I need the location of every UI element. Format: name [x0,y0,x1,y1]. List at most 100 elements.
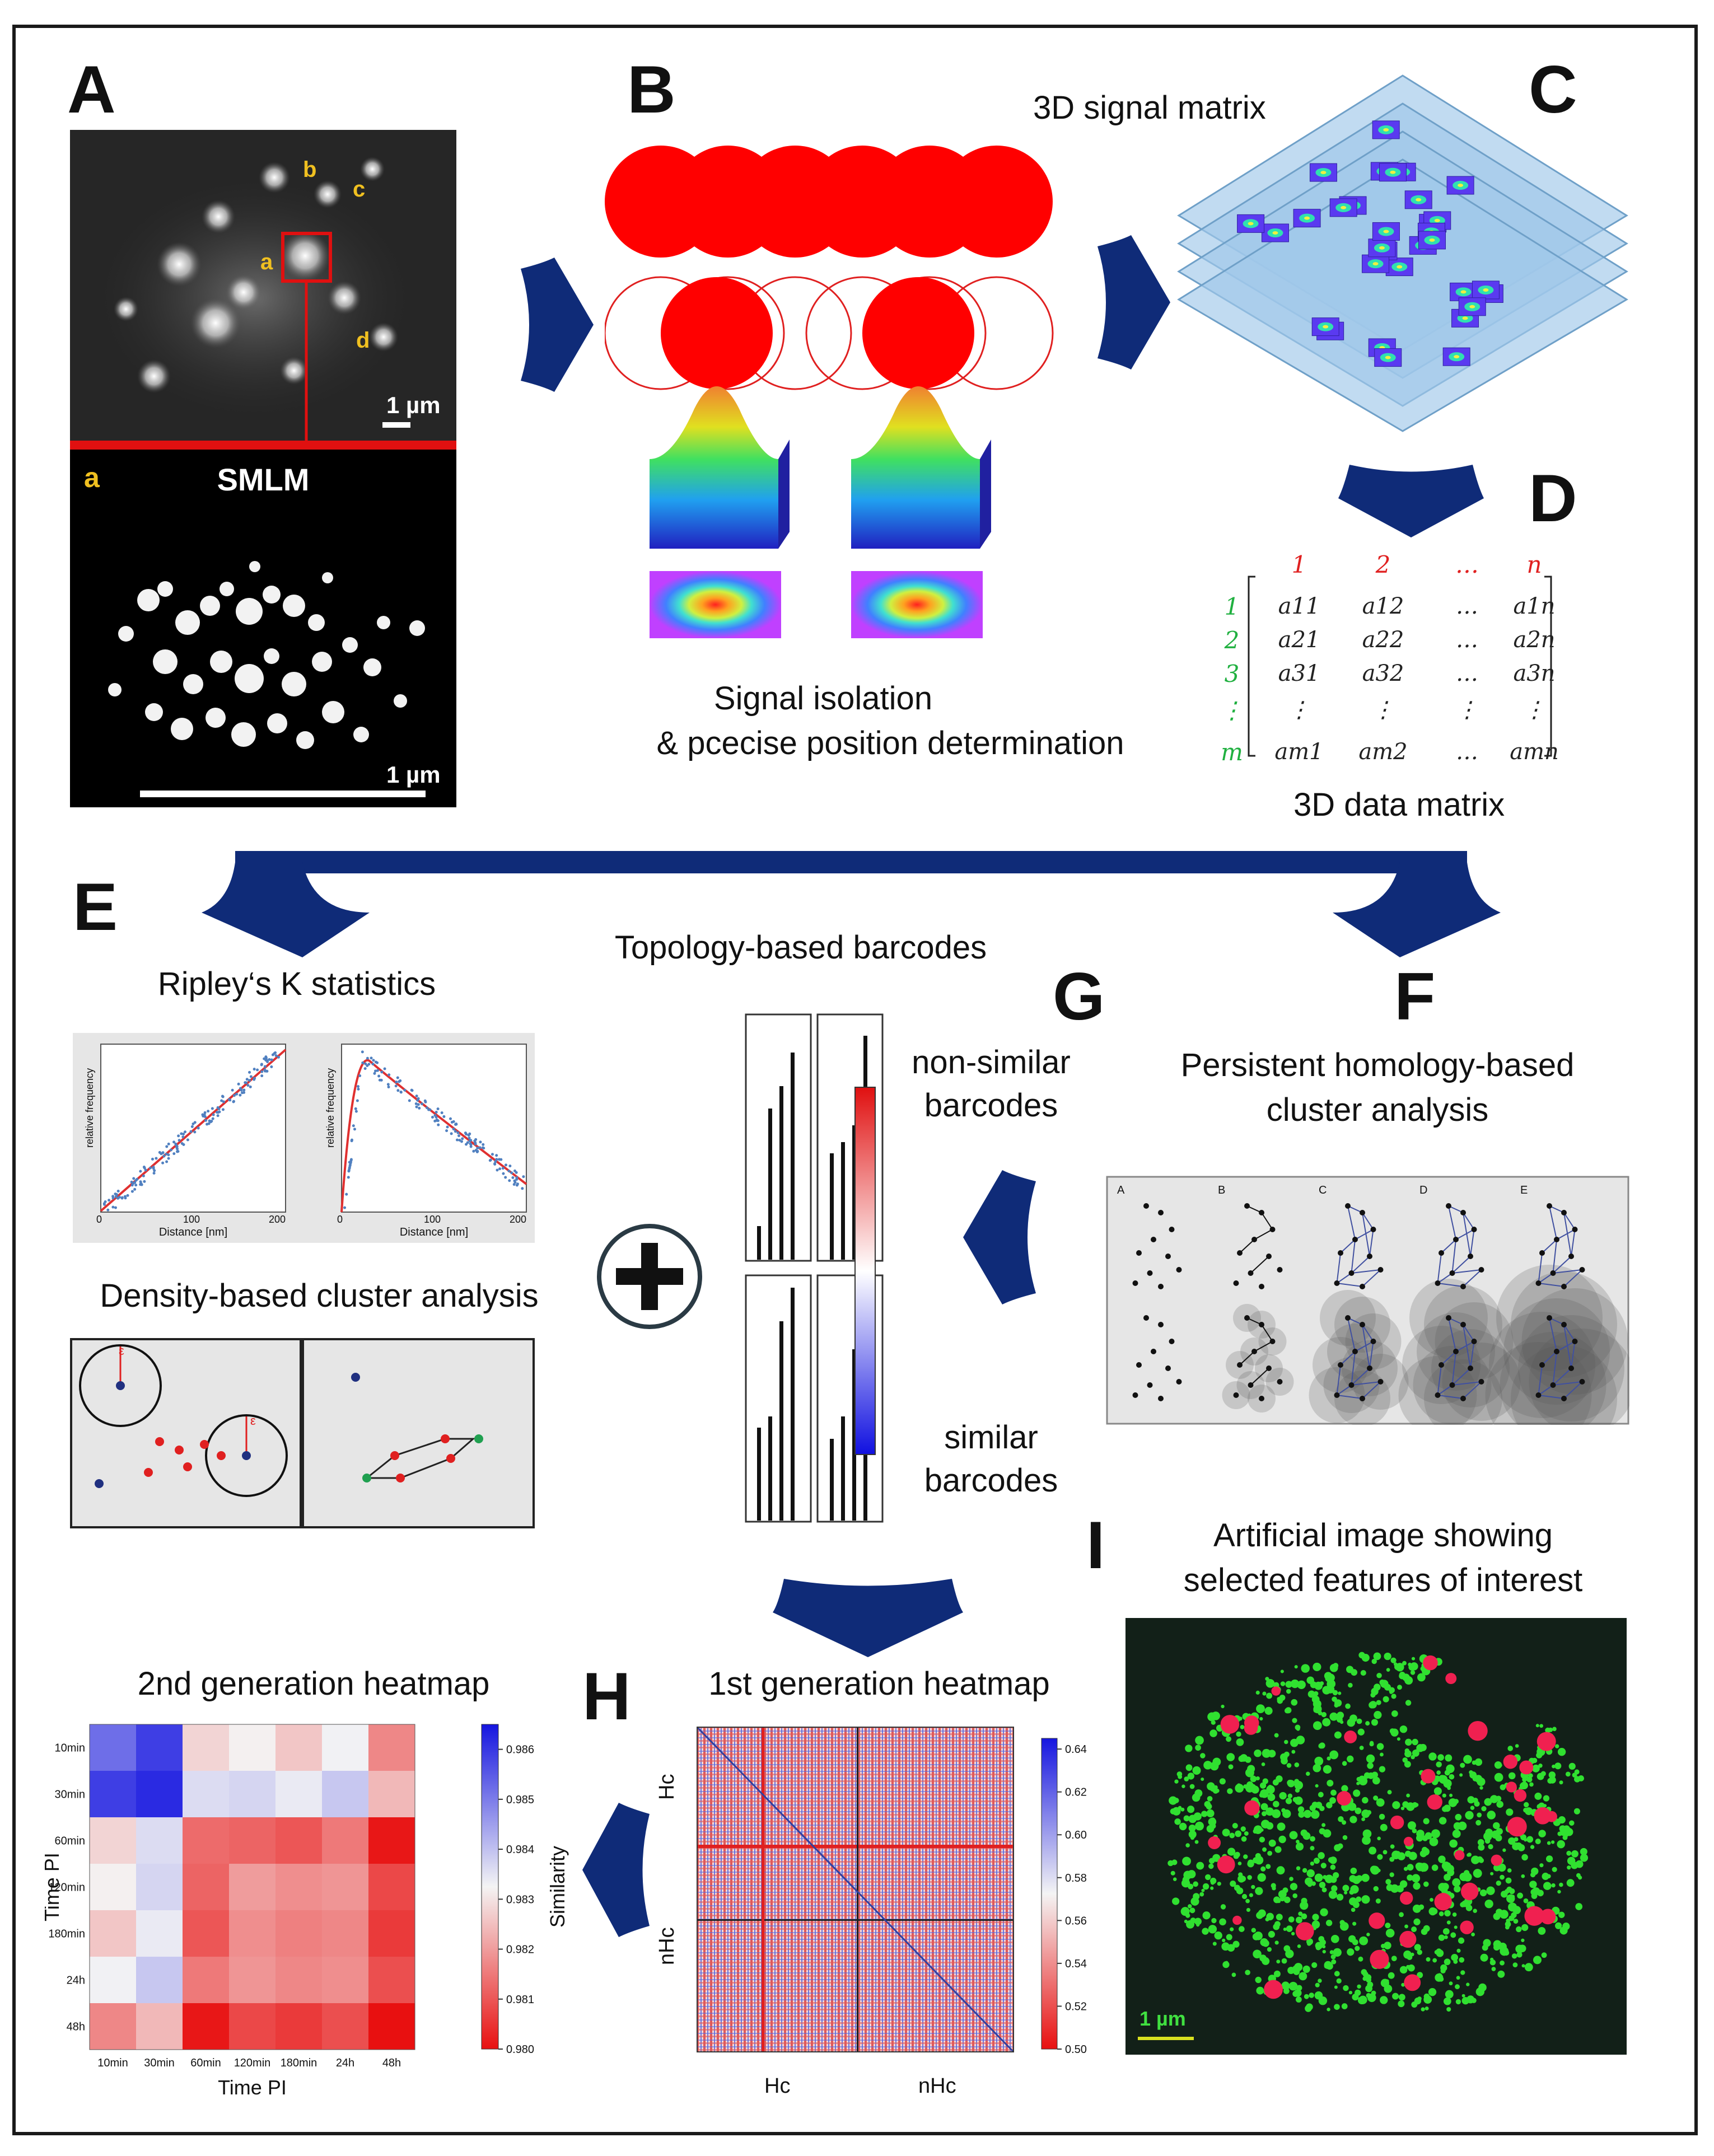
green-particle [1362,1976,1367,1981]
green-particle [1545,1855,1553,1863]
green-particle [1286,1689,1291,1694]
green-particle [1493,1822,1500,1830]
matrix-cell: … [1456,739,1478,765]
green-particle [1227,1788,1233,1794]
ripley-point [132,1177,136,1180]
ripley-point [491,1153,494,1156]
ripley-point [403,1088,407,1092]
panel-letter-f: F [1394,959,1436,1034]
green-particle [1477,1812,1482,1818]
green-particle [1295,1724,1301,1731]
ripley-point [376,1069,379,1072]
ripley-point [476,1147,479,1150]
heatmap2-ytick: 180min [48,1928,85,1940]
green-particle [1318,1852,1325,1859]
homology-point [1539,1362,1545,1368]
green-particle [1211,1720,1216,1725]
ripley-point [361,1061,365,1064]
homology-edge [1340,1351,1356,1365]
green-particle [1243,1854,1248,1859]
homology-edge [1542,1351,1557,1365]
green-particle [1171,1859,1178,1865]
ripley-point [204,1119,207,1122]
ripley-point [469,1145,473,1148]
green-particle [1422,1835,1428,1841]
green-particle [1274,1921,1281,1928]
green-particle [1328,1857,1334,1863]
green-particle [1294,1665,1298,1669]
green-particle [1219,1778,1226,1785]
green-particle [1417,1972,1423,1979]
homology-edge [1254,1341,1273,1352]
green-particle [1421,1928,1428,1935]
green-particle [1456,1976,1460,1980]
green-particle [1284,1739,1288,1745]
ripley-point [144,1168,147,1172]
red-feature [1445,1673,1457,1685]
green-particle [1349,1816,1357,1823]
green-particle [1173,1798,1179,1803]
green-particle [1554,1922,1562,1929]
green-particle [1288,1916,1295,1923]
green-particle [1522,1777,1527,1783]
green-particle [1318,1996,1328,2005]
green-particle [1185,1745,1193,1752]
green-particle [1214,1931,1222,1940]
green-particle [1392,1801,1400,1809]
green-particle [1203,1761,1212,1770]
green-particle [1496,1795,1502,1802]
green-particle [1386,1668,1390,1672]
green-particle [1383,1850,1388,1855]
red-feature [1370,1949,1389,1969]
signal-tile-peak [1320,171,1327,175]
green-particle [1442,1793,1446,1798]
panel-letter-e: E [73,869,118,944]
green-particle [1272,1779,1279,1786]
green-particle [1184,1919,1188,1924]
green-particle [1309,1804,1316,1811]
homology-edge [1336,1364,1341,1396]
green-particle [1182,1856,1191,1866]
panel-c-signal-matrix [1177,74,1628,432]
homology-point [1468,1365,1473,1371]
green-particle [1411,1926,1417,1933]
ripley-point [239,1087,242,1090]
green-particle [1345,1703,1351,1709]
green-particle [1258,1858,1262,1862]
homology-edge [1463,1212,1471,1257]
green-particle [1444,1873,1451,1881]
homology-edge [1451,1256,1471,1274]
homology-point [1435,1392,1441,1398]
red-feature [1220,1715,1240,1734]
heatmap2-xtick: 180min [281,2057,317,2069]
homology-edge [1571,1341,1576,1369]
matrix-col-header: n [1526,551,1542,578]
homology-point [1554,1349,1559,1354]
green-particle [1313,1662,1321,1672]
green-particle [1287,1793,1293,1799]
green-particle [1355,1989,1361,1996]
green-particle [1505,1925,1510,1930]
green-particle [1282,1887,1288,1893]
ripley-point [435,1115,438,1119]
green-particle [1222,1828,1230,1837]
green-particle [1210,1877,1217,1884]
panel-b-signals [605,146,1054,638]
homology-point [1269,1227,1276,1232]
red-feature [1546,1811,1557,1822]
green-particle [1443,1997,1451,2005]
green-particle [1273,1896,1281,1904]
green-particle [1575,1903,1583,1910]
homology-point [1338,1250,1343,1256]
green-particle [1304,1994,1309,1999]
green-particle [1311,1920,1320,1929]
homology-ball [1424,1359,1502,1425]
ripley-point [367,1063,371,1066]
green-particle [1231,1972,1236,1977]
green-particle [1334,1844,1341,1851]
green-particle [1245,1784,1254,1793]
panel-letter-i: I [1086,1508,1105,1583]
signal-tile-peak [1379,246,1385,250]
ripley-point [245,1078,249,1081]
matrix-row-header: 1 [1224,593,1240,620]
